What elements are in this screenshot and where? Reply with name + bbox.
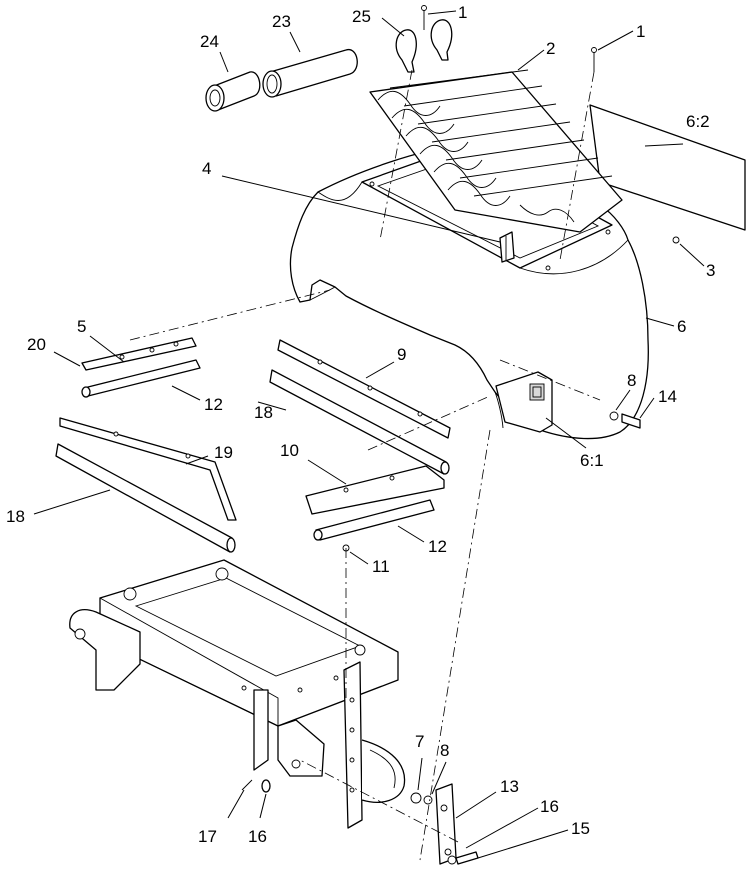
- callout-18a: 18: [6, 507, 25, 526]
- screw-3: [672, 236, 680, 244]
- spring-clips: [395, 19, 453, 73]
- callout-4: 4: [202, 159, 211, 178]
- latch: [499, 231, 515, 263]
- hardware-7-8: [410, 792, 433, 805]
- callout-5: 5: [77, 317, 86, 336]
- decal-6-2: [589, 104, 746, 231]
- callout-19: 19: [214, 443, 233, 462]
- callout-12a: 12: [204, 395, 223, 414]
- callout-13: 13: [500, 777, 519, 796]
- bolt-14: [609, 411, 641, 429]
- seat-frame: [69, 559, 406, 829]
- callout-1a: 1: [458, 3, 467, 22]
- bracket-20: [81, 337, 197, 371]
- callout-3: 3: [706, 261, 715, 280]
- air-tube-23: [262, 49, 358, 98]
- bracket-19: [59, 417, 237, 521]
- callout-16a: 16: [540, 797, 559, 816]
- callout-1b: 1: [636, 22, 645, 41]
- callout-8a: 8: [627, 371, 636, 390]
- callout-12b: 12: [428, 537, 447, 556]
- callout-6: 6: [677, 317, 686, 336]
- callout-labels: 1 1 2 3 4 5 6 6:1 6:2 7 8 8 9 10 11 12 1…: [6, 3, 715, 846]
- seal-strip-12a: [81, 359, 201, 398]
- seal-strip-12b: [313, 499, 435, 541]
- callout-6-1: 6:1: [580, 451, 604, 470]
- seal-strip-18b: [269, 369, 450, 475]
- seal-strip-18a: [55, 443, 236, 553]
- callout-10: 10: [280, 441, 299, 460]
- callout-9: 9: [397, 345, 406, 364]
- callout-18b: 18: [254, 403, 273, 422]
- callout-24: 24: [200, 32, 219, 51]
- callout-23: 23: [272, 12, 291, 31]
- callout-14: 14: [658, 387, 677, 406]
- callout-8b: 8: [440, 741, 449, 760]
- washer-16: [261, 779, 271, 793]
- assembly-lines: [129, 69, 601, 861]
- callout-2: 2: [546, 39, 555, 58]
- callout-16b: 16: [248, 827, 267, 846]
- callout-17: 17: [198, 827, 217, 846]
- callout-25: 25: [352, 7, 371, 26]
- callout-11: 11: [372, 557, 390, 576]
- bracket-10: [305, 465, 445, 515]
- screw-17: [241, 779, 253, 791]
- bracket-9: [277, 339, 451, 439]
- callout-15: 15: [571, 819, 590, 838]
- air-filter-24: [205, 71, 261, 112]
- callout-7: 7: [415, 732, 424, 751]
- callout-6-2: 6:2: [686, 112, 710, 131]
- leader-lines: [33, 10, 705, 859]
- louver-grille: [369, 69, 623, 233]
- callout-20: 20: [27, 335, 46, 354]
- screws: [421, 5, 597, 72]
- link-plate-13: [435, 783, 457, 865]
